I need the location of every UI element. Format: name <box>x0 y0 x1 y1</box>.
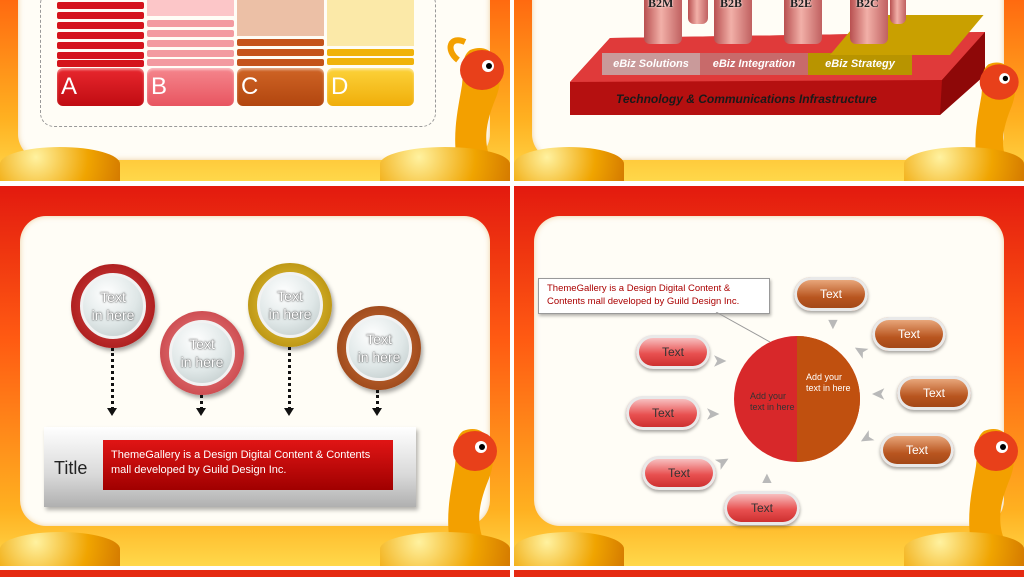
bar-column-a: A <box>57 0 144 106</box>
gold-wave-decoration <box>514 147 624 181</box>
gold-wave-decoration <box>904 532 1024 566</box>
slide-thumbnail-5-edge[interactable] <box>0 570 510 577</box>
gold-wave-decoration <box>514 532 624 566</box>
item-left-3[interactable]: Text <box>642 456 716 490</box>
item-label: Text <box>897 327 920 341</box>
bar-label-b: B <box>147 68 234 106</box>
pie-chart <box>734 336 860 462</box>
connector-line-2 <box>200 395 203 410</box>
arrow-down-icon: ▼ <box>825 316 841 333</box>
circle-text-4: Text in here <box>357 331 401 365</box>
description-box: ThemeGallery is a Design Digital Content… <box>103 440 393 490</box>
callout-text: ThemeGallery is a Design Digital Content… <box>547 283 740 307</box>
arrow-down-icon <box>107 408 117 416</box>
column-label-b2e: B2E <box>790 0 813 10</box>
bar-label-d: D <box>327 68 414 106</box>
item-label: Text <box>667 466 690 480</box>
column-b2c <box>850 0 888 44</box>
bar-label-a: A <box>57 68 144 106</box>
koi-fish-icon <box>447 37 504 175</box>
item-right-1[interactable]: Text <box>794 277 868 311</box>
arrow-left-icon: ➤ <box>872 385 886 402</box>
item-left-1[interactable]: Text <box>636 335 710 369</box>
bar-column-d: D <box>327 0 414 106</box>
circle-node-3: Text in here <box>248 263 332 347</box>
connector-line-3 <box>288 347 291 410</box>
segment-ebiz-integration: eBiz Integration <box>700 53 808 75</box>
slide-thumbnail-2[interactable]: eBiz Solutions eBiz Integration eBiz Str… <box>514 0 1024 181</box>
arrow-right-icon: ➤ <box>713 353 727 370</box>
circle-node-4: Text in here <box>337 306 421 390</box>
slide-thumbnail-3[interactable]: Text in here Text in here Text in here T… <box>0 186 510 566</box>
base-label: Technology & Communications Infrastructu… <box>616 92 877 106</box>
chart-panel <box>40 0 436 127</box>
item-right-3[interactable]: Text <box>897 376 971 410</box>
koi-fish-icon <box>448 429 497 556</box>
gold-wave-decoration <box>0 147 120 181</box>
bar-column-c: C <box>237 0 324 106</box>
item-left-4[interactable]: Text <box>724 491 800 525</box>
item-label: Text <box>905 443 928 457</box>
slide-thumbnail-4[interactable]: ThemeGallery is a Design Digital Content… <box>514 186 1024 566</box>
koi-fish-icon <box>975 62 1019 175</box>
arrow-down-icon <box>284 408 294 416</box>
circle-node-2: Text in here <box>160 311 244 395</box>
item-label: Text <box>750 501 773 515</box>
description-text: ThemeGallery is a Design Digital Content… <box>111 449 371 476</box>
connector-line-4 <box>376 390 379 410</box>
segment-ebiz-solutions: eBiz Solutions <box>602 53 700 75</box>
item-label: Text <box>651 406 674 420</box>
arrow-down-icon <box>196 408 206 416</box>
circle-text-2: Text in here <box>180 336 224 370</box>
column-b2m <box>644 0 682 44</box>
gold-wave-decoration <box>380 532 510 566</box>
column-small-1 <box>688 0 708 24</box>
connector-line-1 <box>111 348 114 410</box>
gold-wave-decoration <box>904 147 1024 181</box>
segment-ebiz-strategy: eBiz Strategy <box>808 53 912 75</box>
callout-pointer <box>715 312 771 343</box>
column-label-b2m: B2M <box>648 0 674 10</box>
bar-label-c: C <box>237 68 324 106</box>
arrow-right-icon: ➤ <box>706 406 720 423</box>
item-label: Text <box>661 345 684 359</box>
slide-title: Title <box>54 458 88 478</box>
item-left-2[interactable]: Text <box>626 396 700 430</box>
slide-thumbnail-6-edge[interactable] <box>514 570 1024 577</box>
bar-column-b: B <box>147 0 234 106</box>
column-b2e <box>784 0 822 44</box>
item-right-4[interactable]: Text <box>880 433 954 467</box>
gold-wave-decoration <box>0 532 120 566</box>
item-right-2[interactable]: Text <box>872 317 946 351</box>
item-label: Text <box>922 386 945 400</box>
arrow-down-icon <box>372 408 382 416</box>
koi-fish-icon <box>969 429 1018 556</box>
column-small-2 <box>890 0 906 24</box>
circle-text-1: Text in here <box>91 289 135 323</box>
item-label: Text <box>819 287 842 301</box>
column-label-b2b: B2B <box>720 0 743 10</box>
slide-thumbnail-1[interactable]: A B C D <box>0 0 510 181</box>
column-label-b2c: B2C <box>856 0 879 10</box>
circle-node-1: Text in here <box>71 264 155 348</box>
circle-text-3: Text in here <box>268 288 312 322</box>
pie-left-text: Add your text in here <box>750 391 795 412</box>
callout-box: ThemeGallery is a Design Digital Content… <box>538 278 770 314</box>
pie-right-text: Add your text in here <box>806 372 851 393</box>
column-b2b <box>714 0 752 44</box>
arrow-up-icon: ▲ <box>759 470 775 487</box>
gold-wave-decoration <box>380 147 510 181</box>
